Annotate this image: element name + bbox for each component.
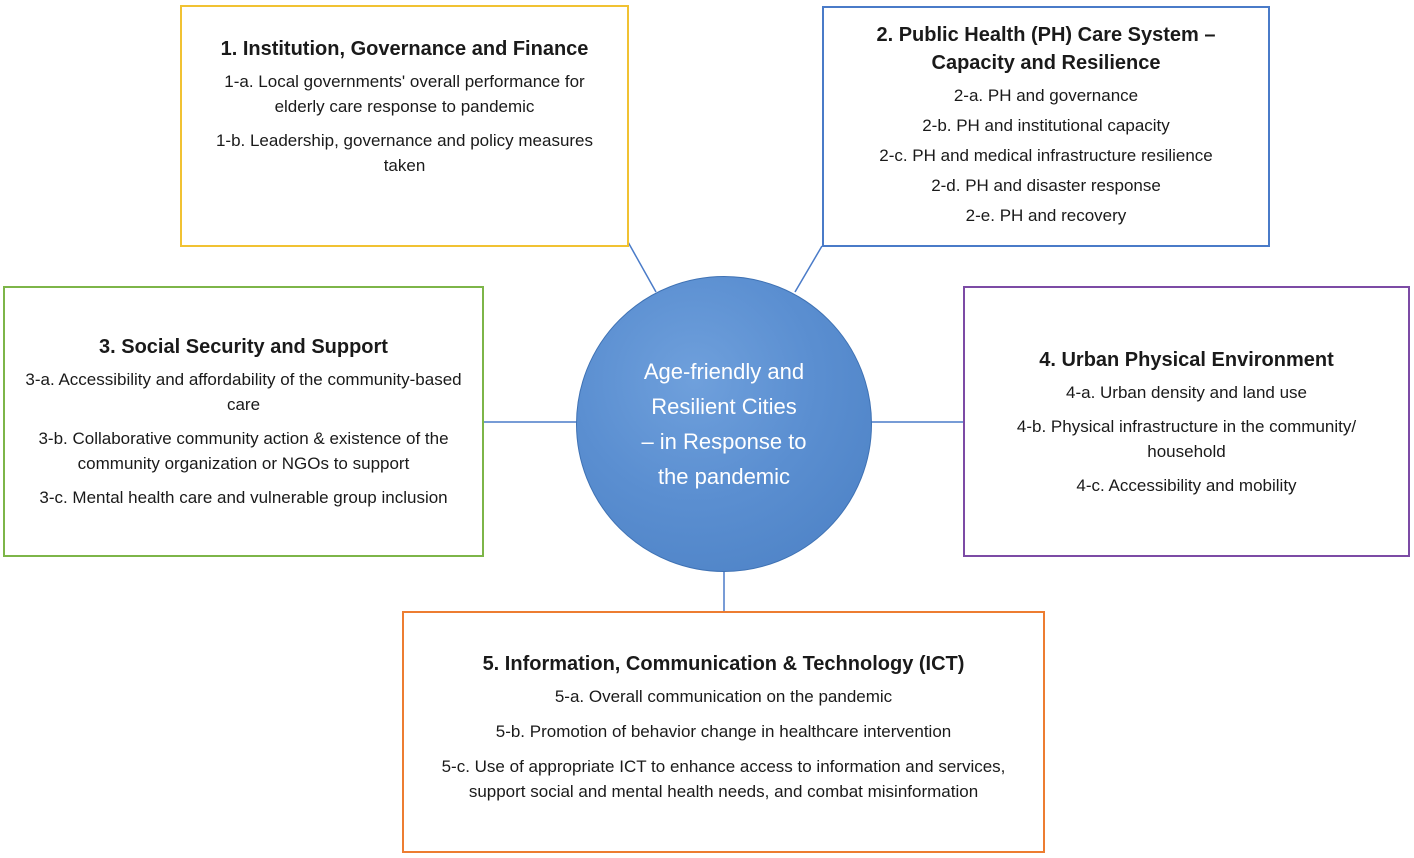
connector-to-box-1 (627, 241, 657, 293)
item-3b: 3-b. Collaborative community action & ex… (38, 429, 449, 473)
item-5b: 5-b. Promotion of behavior change in hea… (495, 722, 952, 741)
box-4-items: 4-a. Urban density and land use 4-b. Phy… (977, 380, 1396, 498)
box-1-items: 1-a. Local governments' overall performa… (198, 69, 611, 178)
box-5-items: 5-a. Overall communication on the pandem… (418, 684, 1029, 814)
item-2c: 2-c. PH and medical infrastructure resil… (879, 145, 1213, 165)
box-4-title: 4. Urban Physical Environment (1039, 348, 1334, 371)
box-information-communication-technology: 5. Information, Communication & Technolo… (402, 611, 1045, 853)
hub-label: Age-friendly and Resilient Cities – in R… (641, 359, 807, 489)
item-2d: 2-d. PH and disaster response (931, 175, 1161, 195)
box-1-title: 1. Institution, Governance and Finance (220, 37, 589, 60)
item-5a: 5-a. Overall communication on the pandem… (554, 687, 893, 706)
box-2-items: 2-a. PH and governance 2-b. PH and insti… (879, 83, 1213, 233)
box-5-title: 5. Information, Communication & Technolo… (482, 653, 965, 675)
item-2b: 2-b. PH and institutional capacity (922, 115, 1170, 135)
item-4c: 4-c. Accessibility and mobility (1076, 475, 1297, 495)
box-2-title: 2. Public Health (PH) Care System – Capa… (876, 23, 1216, 74)
central-hub-circle: Age-friendly and Resilient Cities – in R… (576, 276, 872, 572)
connector-to-box-2 (794, 245, 823, 293)
item-3a: 3-a. Accessibility and affordability of … (25, 370, 462, 414)
item-1a: 1-a. Local governments' overall performa… (224, 71, 585, 116)
item-3c: 3-c. Mental health care and vulnerable g… (39, 488, 448, 507)
item-1b: 1-b. Leadership, governance and policy m… (215, 130, 594, 175)
item-5c: 5-c. Use of appropriate ICT to enhance a… (441, 757, 1006, 801)
item-4a: 4-a. Urban density and land use (1066, 382, 1307, 402)
item-2e: 2-e. PH and recovery (965, 205, 1127, 225)
item-4b: 4-b. Physical infrastructure in the comm… (1016, 416, 1357, 461)
box-urban-physical-environment: 4. Urban Physical Environment 4-a. Urban… (963, 286, 1410, 557)
box-social-security-support: 3. Social Security and Support 3-a. Acce… (3, 286, 484, 557)
box-3-items: 3-a. Accessibility and affordability of … (19, 367, 468, 510)
item-2a: 2-a. PH and governance (953, 85, 1139, 105)
box-public-health-care-system: 2. Public Health (PH) Care System – Capa… (822, 6, 1270, 247)
box-institution-governance-finance: 1. Institution, Governance and Finance 1… (180, 5, 629, 247)
box-3-title: 3. Social Security and Support (99, 336, 388, 358)
